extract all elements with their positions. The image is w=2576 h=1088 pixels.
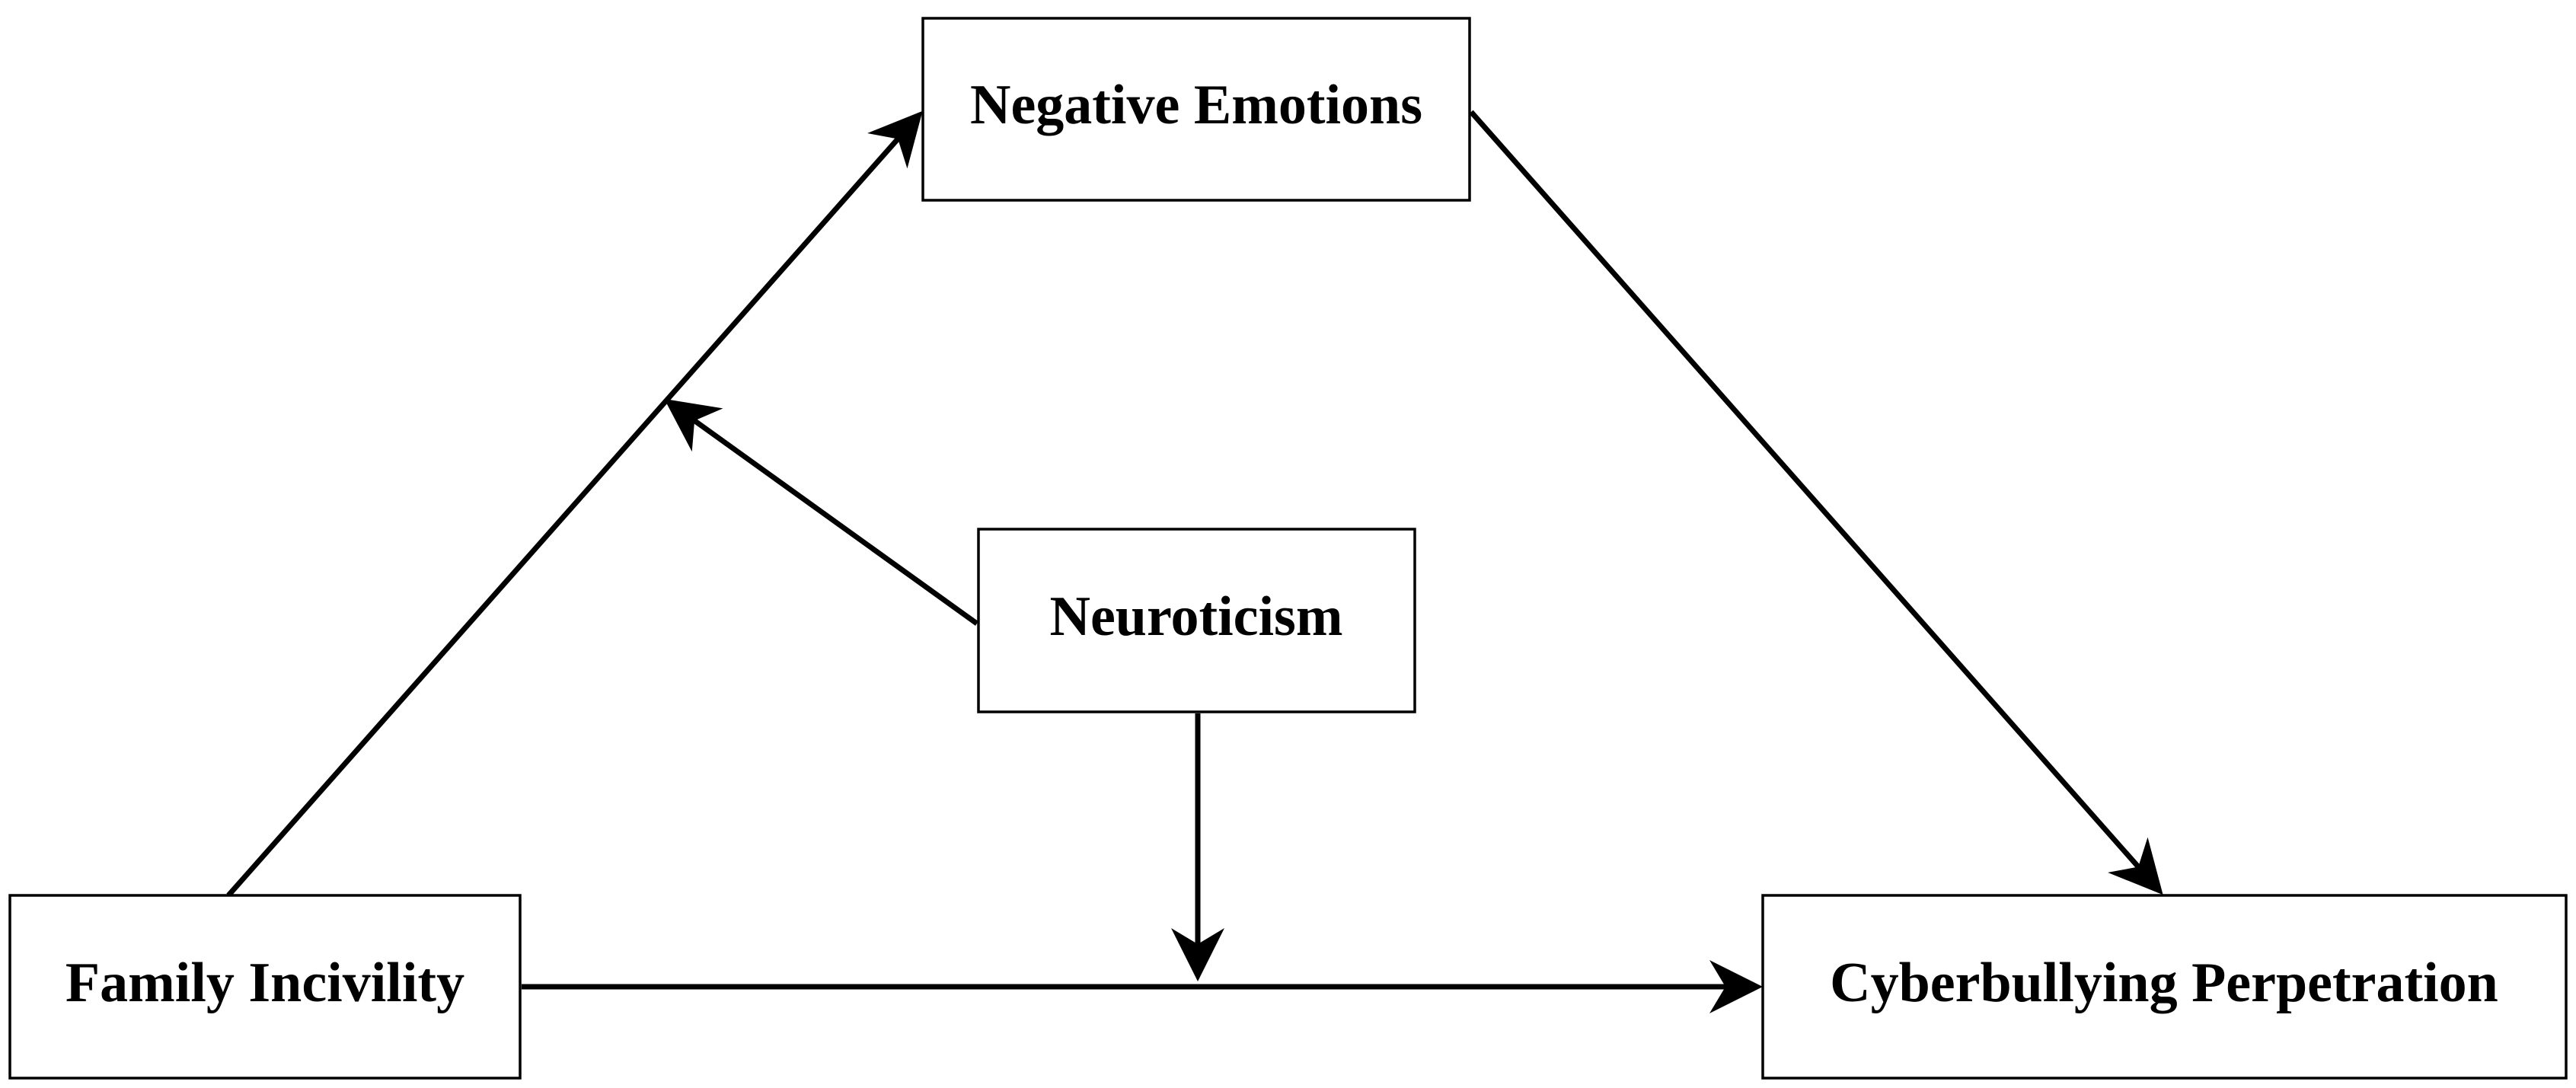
arrow-neuroticism-moderates-first-path xyxy=(664,398,979,626)
node-cyberbullying-perpetration: Cyberbullying Perpetration xyxy=(1761,894,2568,1080)
node-neuroticism: Neuroticism xyxy=(977,528,1416,713)
node-cyberbullying-perpetration-label: Cyberbullying Perpetration xyxy=(1830,952,2498,1014)
node-negative-emotions-label: Negative Emotions xyxy=(970,74,1422,136)
node-family-incivility: Family Incivility xyxy=(8,894,522,1080)
arrow-family-incivility-to-negative-emotions xyxy=(226,110,923,898)
node-family-incivility-label: Family Incivility xyxy=(65,952,464,1014)
node-negative-emotions: Negative Emotions xyxy=(921,17,1471,202)
arrow-negative-emotions-to-cyberbullying xyxy=(1469,110,2163,895)
node-neuroticism-label: Neuroticism xyxy=(1050,585,1343,648)
